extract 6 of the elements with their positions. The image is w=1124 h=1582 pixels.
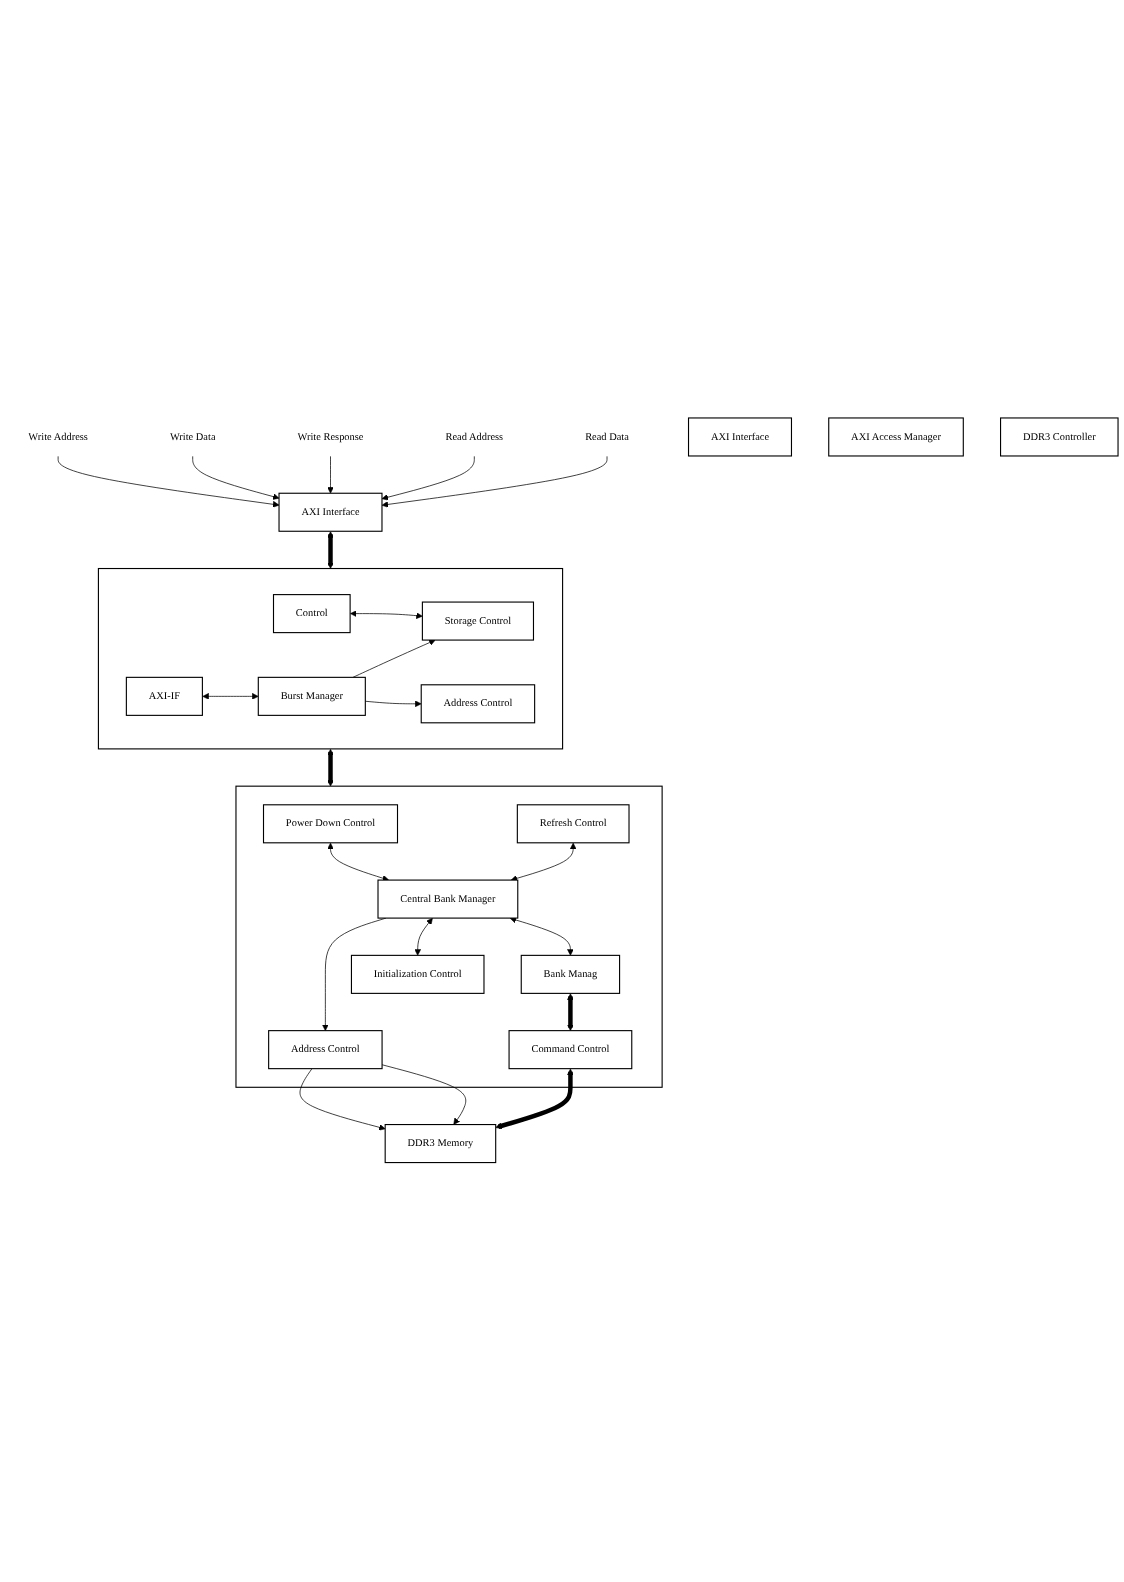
arrow — [495, 1069, 574, 1130]
cluster — [97, 568, 564, 751]
arrow — [327, 531, 334, 570]
cluster — [235, 786, 663, 1089]
arrow — [567, 994, 574, 1032]
arrow — [327, 749, 334, 788]
